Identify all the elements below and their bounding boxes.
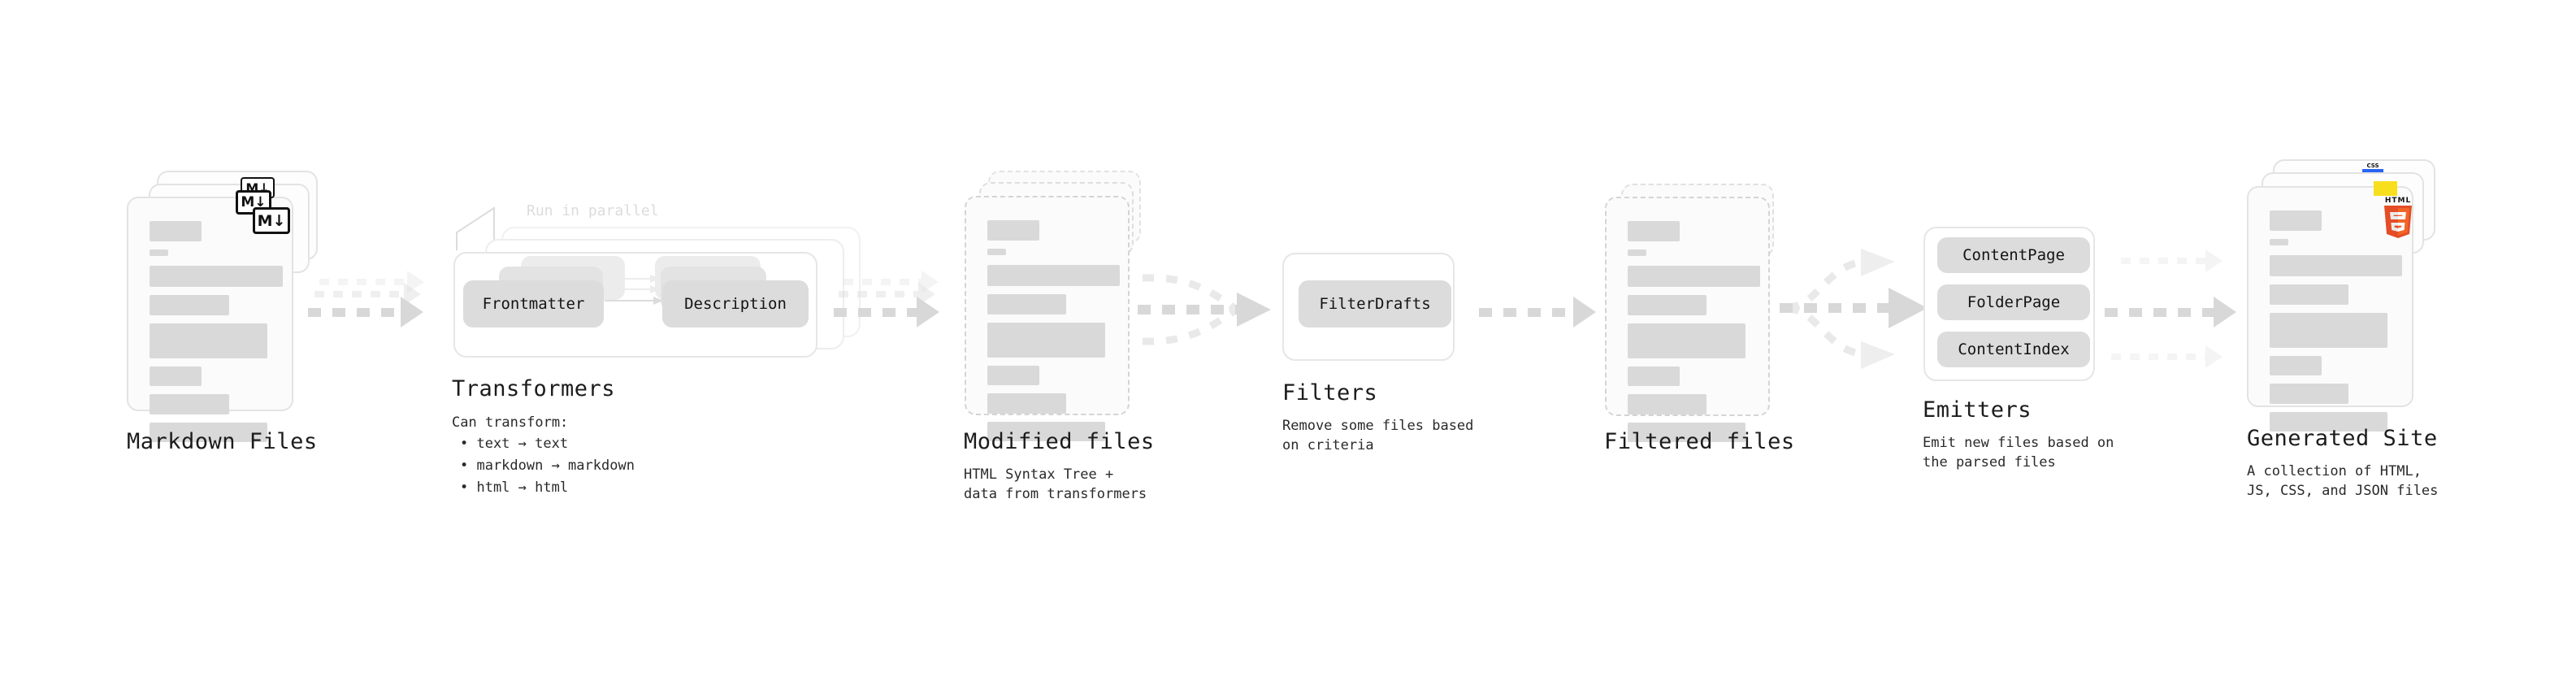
generated-card-lines bbox=[2270, 210, 2402, 440]
generated-card-front bbox=[2247, 186, 2413, 432]
markdown-badge-front: M↓ bbox=[253, 207, 290, 234]
filtered-files-label: Filtered files bbox=[1604, 429, 1795, 454]
run-in-parallel-bracket bbox=[456, 206, 495, 250]
frontmatter-chip[interactable]: Frontmatter bbox=[463, 280, 604, 327]
transformers-description: Can transform: bbox=[452, 414, 569, 431]
modified-files-label: Modified files bbox=[964, 429, 1155, 454]
modified-files-description: HTML Syntax Tree + data from transformer… bbox=[964, 466, 1147, 502]
arrow-filters-to-filtered bbox=[1479, 297, 1596, 327]
filters-label: Filters bbox=[1282, 380, 1378, 406]
filtered-card-lines bbox=[1628, 221, 1760, 450]
emitters-description: Emit new files based on the parsed files bbox=[1923, 435, 2114, 471]
html5-icon: HTML bbox=[2383, 197, 2413, 242]
html5-label: HTML bbox=[2384, 197, 2412, 205]
modified-card-front bbox=[965, 196, 1130, 441]
transformers-label: Transformers bbox=[452, 376, 616, 401]
transformers-bullet-2: • html → html bbox=[460, 479, 569, 496]
generated-site-label: Generated Site bbox=[2247, 426, 2438, 451]
filtered-card-front bbox=[1605, 197, 1770, 442]
run-in-parallel-annotation: Run in parallel bbox=[527, 202, 659, 219]
markdown-card-lines bbox=[150, 221, 283, 450]
emitters-label: Emitters bbox=[1923, 397, 2032, 423]
css3-label: CSS bbox=[2366, 163, 2379, 169]
javascript-icon bbox=[2374, 181, 2397, 196]
filterdrafts-chip[interactable]: FilterDrafts bbox=[1299, 280, 1451, 327]
folderpage-chip[interactable]: FolderPage bbox=[1937, 284, 2090, 320]
contentindex-chip[interactable]: ContentIndex bbox=[1937, 332, 2090, 367]
transformers-bullet-0: • text → text bbox=[460, 436, 569, 452]
modified-card-lines bbox=[987, 220, 1120, 449]
transformers-bullet-1: • markdown → markdown bbox=[460, 458, 635, 474]
filters-description: Remove some files based on criteria bbox=[1282, 418, 1474, 453]
css3-bar bbox=[2362, 169, 2383, 172]
transformer-inner-arrows bbox=[605, 275, 663, 305]
markdown-files-label: Markdown Files bbox=[127, 429, 318, 454]
generated-site-description: A collection of HTML, JS, CSS, and JSON … bbox=[2247, 463, 2439, 499]
contentpage-chip[interactable]: ContentPage bbox=[1937, 237, 2090, 273]
description-chip[interactable]: Description bbox=[662, 280, 809, 327]
css3-icon: CSS bbox=[2362, 163, 2383, 172]
markdown-card-front bbox=[127, 197, 293, 442]
